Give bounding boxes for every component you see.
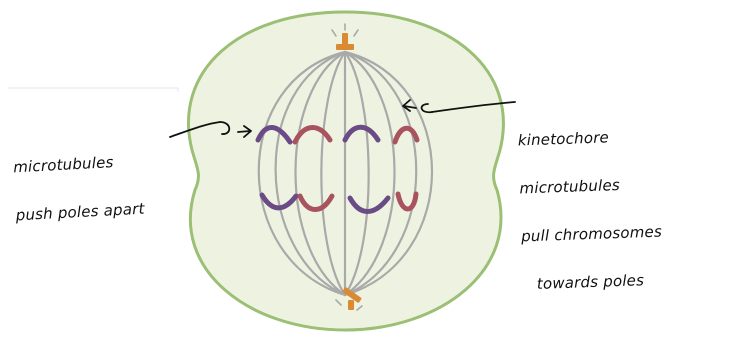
annotation-kinetochore: kinetochore microtubules pull chromosome… <box>516 96 664 309</box>
annotation-line: kinetochore <box>518 128 659 149</box>
annotation-line: pull chromosomes <box>521 224 662 245</box>
annotation-line: microtubules <box>13 153 143 176</box>
background-frame <box>8 88 178 92</box>
annotation-line: microtubules <box>519 176 660 197</box>
annotation-line: push poles apart <box>15 201 145 224</box>
annotation-line: towards poles <box>523 271 664 292</box>
annotation-push-poles: microtubules push poles apart <box>11 121 146 240</box>
